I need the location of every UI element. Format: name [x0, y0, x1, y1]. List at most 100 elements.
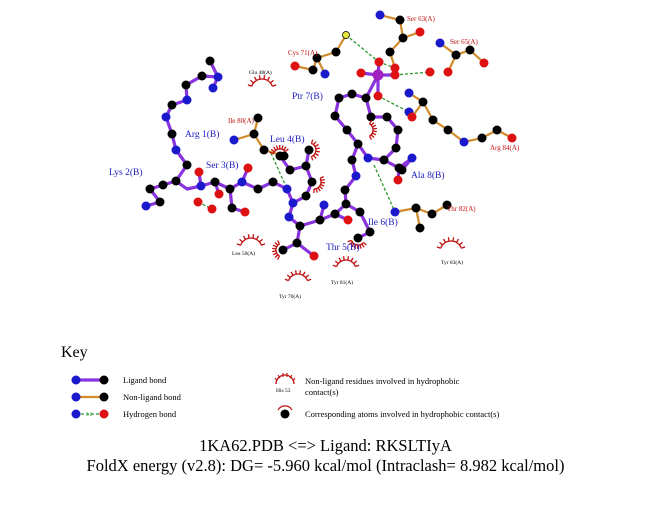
hydrophobic-arc [369, 123, 374, 137]
hydrophobic-arc [275, 243, 280, 257]
hydrophobic-arc-tick [276, 240, 281, 245]
hydrophobic-arcs [236, 75, 466, 282]
hydrophobic-arc-tick [461, 246, 466, 249]
hydrophobic-arc-tick [317, 187, 321, 192]
hydrophobic-arc-tick [286, 274, 291, 279]
hydrophobic-arc-tick [273, 146, 277, 151]
hydrophobic-arc-tick [370, 122, 375, 126]
hydrophobic-arc-tick [250, 79, 254, 84]
hydrophobic-arc-tick [347, 239, 352, 243]
label-ser63: Ser 63(A) [407, 15, 435, 23]
hydrophobic-arc-tick [334, 260, 339, 265]
hydrophobic-arc-tick [368, 135, 373, 140]
label-ile6: Ile 6(B) [368, 217, 398, 228]
hydrophobic-arc-tick [239, 238, 243, 243]
hydrophobic-arc-tick [372, 124, 377, 128]
label-ptr7: Ptr 7(B) [292, 91, 323, 102]
hydrophobic-arc-tick [355, 264, 360, 268]
hydrophobic-arc-tick [283, 146, 287, 151]
hydrophobic-arc-tick [270, 79, 274, 84]
hydrophobic-arc-tick [319, 185, 324, 190]
hydrophobic-arc-tick [272, 247, 277, 250]
hydrophobic-arc-tick [372, 132, 377, 136]
hydrophobic-arc-tick [259, 238, 263, 243]
hydrophobic-arc-tick [372, 127, 377, 130]
contact-residue-labels: Ser 63(A) Cys 71(A) Ser 65(A) Ile 80(A) … [228, 15, 520, 213]
hydrophobic-arc-tick [320, 183, 325, 187]
hydrophobic-arc-tick [348, 241, 353, 246]
hydrophobic-arc-tick [269, 151, 274, 155]
hydrophobic-arc [335, 259, 357, 267]
label-ser65: Ser 65(A) [450, 38, 478, 46]
hydrophobic-arc-tick [310, 156, 314, 161]
key-hydrophobic-residue-sample: His 53 [274, 373, 296, 394]
label-ser3: Ser 3(B) [206, 160, 238, 171]
ligand-residue-labels: Arg 1(B) Lys 2(B) Ser 3(B) Leu 4(B) Thr … [109, 91, 445, 253]
hydrophobic-arc-tick [284, 278, 289, 282]
key-legend: Key Ligand bond Non-ligand bond 3.0 Hydr… [61, 344, 499, 419]
footer-energy: FoldX energy (v2.8): DG= -5.960 kcal/mol… [86, 456, 565, 475]
hydrophobic-arc-tick [320, 178, 325, 182]
hydrophobic-arc-tick [263, 75, 266, 80]
hydrophobic-arc-tick [261, 243, 266, 246]
key-nonligand-bond-label: Non-ligand bond [123, 392, 182, 402]
label-thr82: Thr 82(A) [447, 205, 476, 213]
key-ligand-bond-sample [71, 375, 109, 385]
hydrophobic-arc [240, 237, 262, 246]
key-hydrophobic-atom-sample [277, 405, 293, 419]
hydrophobic-arc [350, 240, 364, 246]
phosphorus-atom [372, 69, 384, 81]
label-leu4: Leu 4(B) [270, 134, 305, 145]
hydrophobic-arc-tick [350, 257, 354, 262]
label-thr5: Thr 5(B) [326, 242, 360, 253]
hydrophobic-arc [287, 273, 309, 281]
hydrophobic-arc-tick [266, 76, 271, 81]
label-leu50: Leu 50(A) [232, 250, 255, 257]
label-tyr81: Tyr 81(A) [331, 279, 353, 286]
hydrophobic-arc-tick [439, 241, 443, 246]
key-title: Key [61, 344, 88, 361]
hydrophobic-arc [440, 240, 462, 249]
hydrophobic-arc-tick [353, 260, 358, 265]
key-ligand-bond-label: Ligand bond [123, 375, 167, 385]
hydrophobic-arc-tick [313, 154, 317, 159]
hydrophobic-arc-tick [319, 175, 324, 180]
hydrophobic-arc-tick [255, 235, 260, 240]
hydrophobic-arc-tick [372, 130, 377, 133]
hydrophobic-arc-tick [459, 241, 463, 246]
label-ala8: Ala 8(B) [411, 170, 445, 181]
hydrophobic-arc-tick [362, 242, 367, 246]
footer-title: 1KA62.PDB <=> Ligand: RKSLTIyA [199, 436, 452, 455]
hydrophobic-arc-tick [347, 256, 350, 261]
hydrophobic-arc-tick [436, 246, 441, 249]
hydrophobic-arc-tick [275, 145, 279, 150]
label-ile80: Ile 80(A) [228, 117, 255, 125]
hydrophobic-arc-tick [455, 238, 460, 243]
label-cys71: Cys 71(A) [288, 49, 318, 57]
nitrogen-atoms [141, 10, 469, 222]
hydrophobic-arc [311, 142, 317, 158]
hydrophobic-arc-tick [247, 234, 250, 239]
hydrophobic-arc-tick [332, 264, 337, 268]
key-example-residue: His 53 [276, 388, 291, 394]
label-glu48: Glu 48(A) [249, 69, 272, 76]
key-hydrophobic-residues-line1: Non-ligand residues involved in hydropho… [305, 376, 460, 386]
hydrophobic-arc-tick [314, 152, 319, 157]
key-hbond-sample: 3.0 [71, 409, 109, 419]
hydrophobic-arc-tick [342, 256, 345, 261]
hydrophobic-arc-tick [252, 234, 255, 239]
hydrophobic-arc-tick [361, 243, 365, 248]
hydrophobic-arc-tick [370, 134, 375, 138]
hydrophobic-arc-tick [302, 271, 306, 276]
hydrophobic-arc-tick [353, 244, 357, 249]
hydrophobic-arc-tick [351, 243, 355, 248]
carbon-atoms [145, 15, 502, 255]
hydrophobic-arc [313, 178, 322, 190]
hydrophobic-arc-tick [247, 84, 252, 87]
hydrophobic-arc-tick [272, 252, 277, 256]
key-hbond-distance: 3.0 [86, 413, 93, 418]
hydrophobic-arc-tick [315, 150, 320, 153]
label-arg84: Arg 84(A) [490, 144, 520, 152]
key-hydrophobic-residues-line2: contact(s) [305, 387, 339, 397]
